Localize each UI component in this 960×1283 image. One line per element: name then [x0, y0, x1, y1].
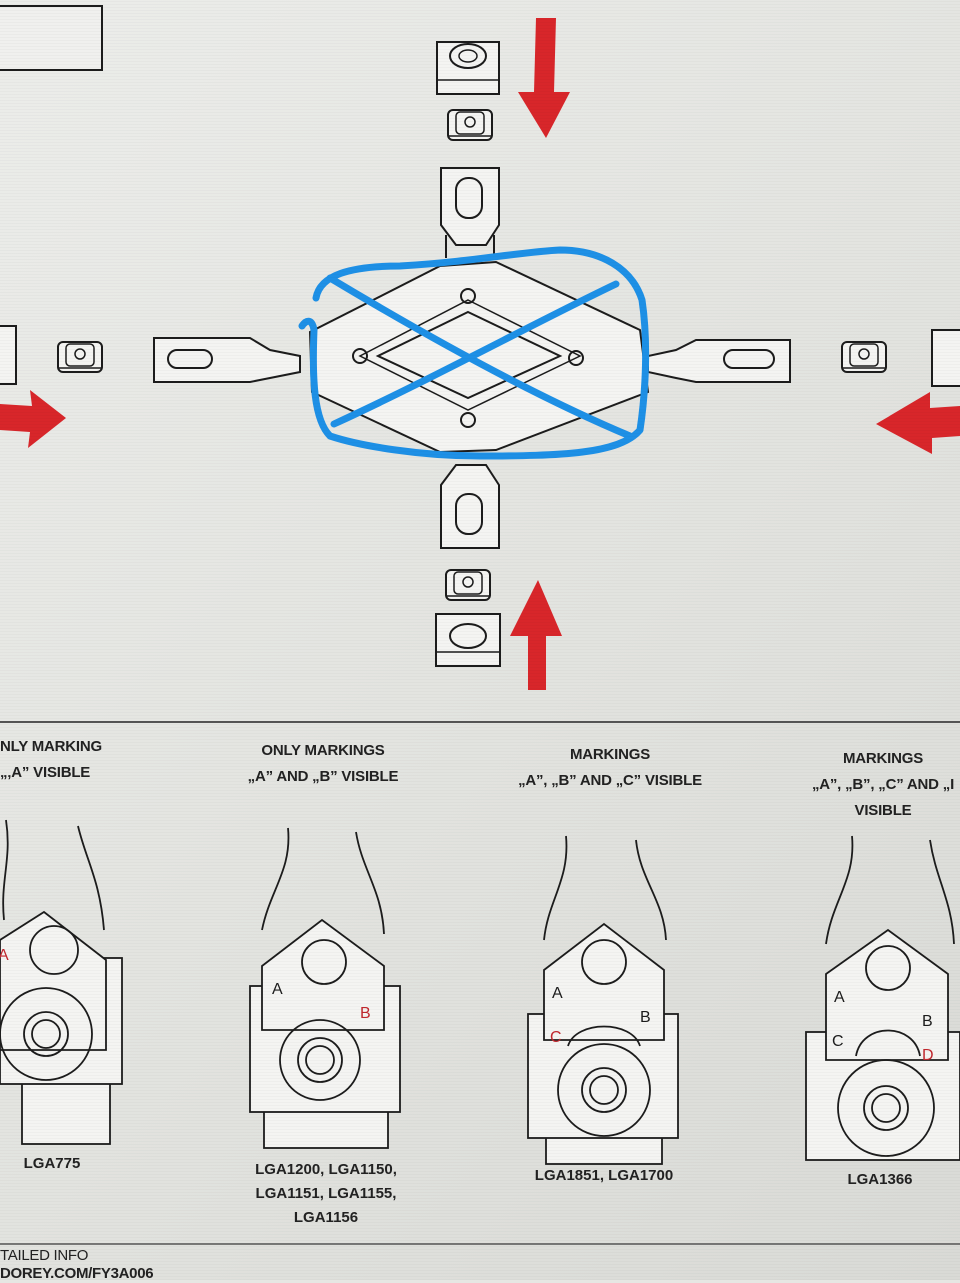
bottom-nut [445, 569, 491, 601]
mark-a-panel1: A [0, 947, 9, 964]
mark-a-panel4: A [834, 989, 845, 1006]
mark-c-panel3: C [550, 1029, 562, 1046]
right-clip-screw [931, 329, 960, 387]
bracket-detail-lga1366 [805, 835, 960, 1161]
left-bracket-arm [153, 337, 301, 383]
arrow-left-icon [876, 392, 960, 454]
right-nut [841, 341, 887, 373]
mark-b-panel2: B [360, 1005, 371, 1022]
bottom-clip-screw [435, 613, 501, 667]
bracket-detail-lga775 [0, 819, 123, 1145]
mark-a-panel3: A [552, 985, 563, 1002]
footer-info: TAILED INFO DOREY.COM/FY3A006 [0, 1247, 154, 1283]
arrow-up-icon [510, 580, 562, 690]
socket-label-panel2: LGA1200, LGA1150, LGA1151, LGA1155, LGA1… [255, 1161, 397, 1226]
caption-marking-a: NLY MARKING „‚A” VISIBLE [0, 738, 102, 781]
left-clip-screw [0, 325, 17, 385]
socket-label-panel4: LGA1366 [847, 1171, 913, 1188]
mark-d-panel4: D [922, 1047, 934, 1064]
mark-c-panel4: C [832, 1033, 844, 1050]
mark-b-panel3: B [640, 1009, 651, 1026]
socket-label-panel3: LGA1851, LGA1700 [534, 1167, 674, 1184]
top-bracket-arm [440, 167, 500, 258]
arrow-right-icon [0, 390, 66, 448]
right-bracket-arm [647, 339, 791, 383]
top-clip-screw [436, 41, 500, 95]
caption-marking-ab: ONLY MARKINGS „A” AND „B” VISIBLE [247, 742, 399, 785]
left-nut [57, 341, 103, 373]
caption-marking-abc: MARKINGS „A”, „B” AND „C” VISIBLE [518, 746, 702, 789]
bracket-detail-lga1700 [527, 835, 679, 1165]
mark-b-panel4: B [922, 1013, 933, 1030]
caption-marking-abcd: MARKINGS „A”, „B”, „C” AND „I VISIBLE [811, 750, 955, 819]
corner-frame [0, 5, 103, 71]
arrow-down-icon [518, 18, 570, 138]
footer-url[interactable]: DOREY.COM/FY3A006 [0, 1265, 154, 1282]
mark-a-panel2: A [272, 981, 283, 998]
cross-out-annotation [298, 246, 650, 460]
bottom-bracket-arm [440, 464, 500, 549]
socket-label-panel1: LGA775 [23, 1155, 81, 1172]
top-nut [447, 109, 493, 141]
footer-line-1: TAILED INFO [0, 1247, 89, 1264]
bracket-detail-lga1150 [249, 827, 401, 1149]
